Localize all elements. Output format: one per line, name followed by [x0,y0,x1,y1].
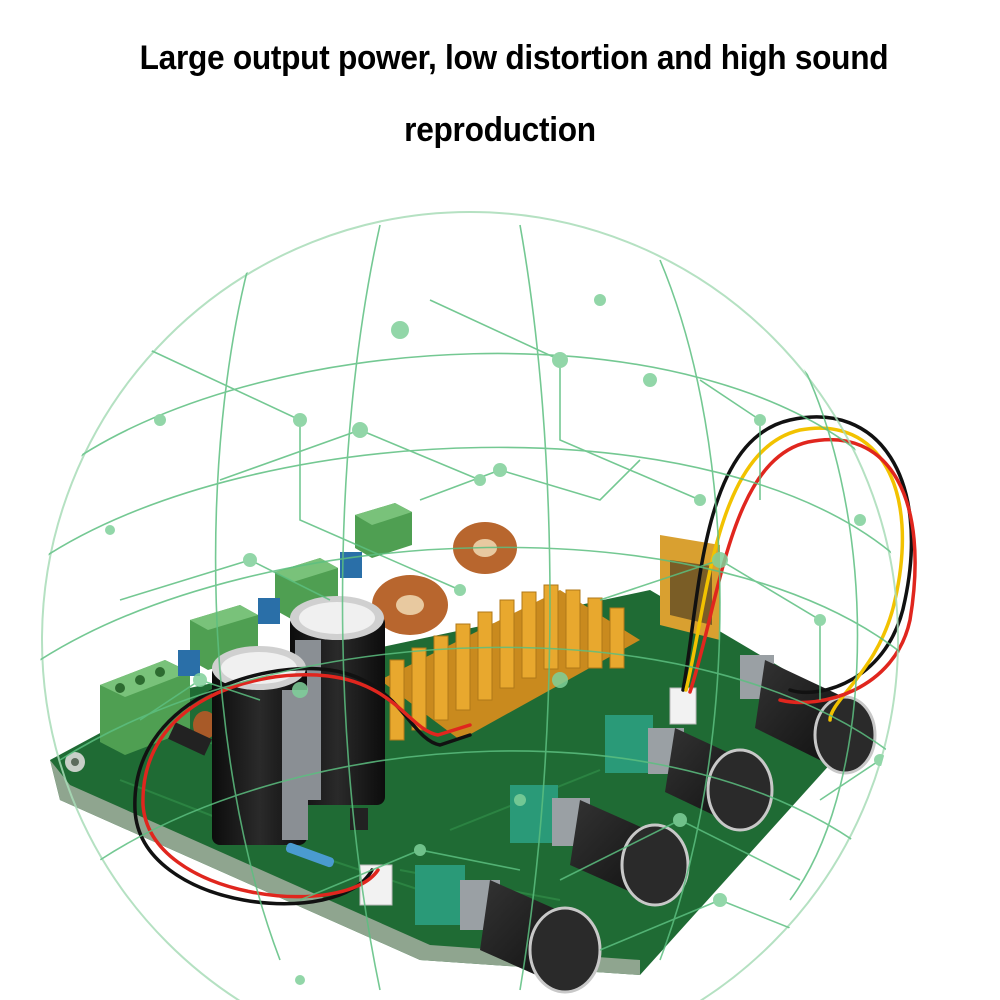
knob-1 [415,865,602,994]
headline: Large output power, low distortion and h… [35,22,965,166]
wires [133,415,917,906]
product-image [0,200,1000,1000]
knob-3 [605,715,774,832]
knobs [359,655,877,994]
circuit-globe [40,211,900,1000]
knob-2 [510,785,690,907]
capacitors [168,596,385,868]
terminal-blocks [100,503,412,755]
headline-line-2: reproduction [404,111,596,149]
heatsink [380,584,640,741]
headline-line-1: Large output power, low distortion and h… [139,39,889,77]
knob-4 [740,655,877,775]
bluetooth-module [660,535,720,640]
